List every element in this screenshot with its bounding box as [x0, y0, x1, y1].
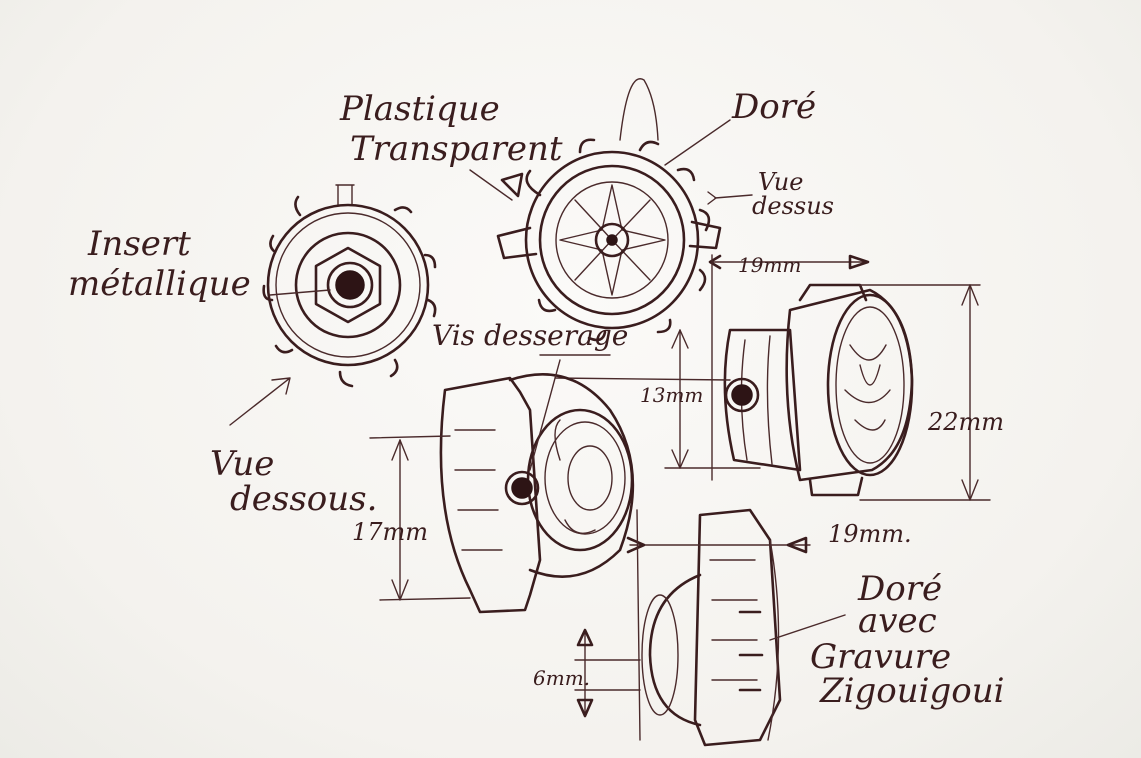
label-vue-dessous-2: dessous. [230, 479, 377, 519]
knob-three-quarter-view [369, 359, 635, 614]
label-plastique: Plastique [339, 89, 500, 129]
label-dore-top: Doré [731, 87, 816, 127]
dim-17mm: 17mm [352, 518, 428, 546]
label-vue-dessus-2: dessus [752, 192, 834, 220]
label-transparent: Transparent [350, 129, 563, 169]
knob-top-view [469, 78, 753, 342]
label-dore-bottom-3: Gravure [810, 637, 951, 677]
dim-19mm-bottom: 19mm. [828, 520, 912, 548]
dim-13mm: 13mm [640, 383, 703, 407]
label-vue-dessous-1: Vue [210, 444, 274, 484]
dim-19mm-top: 19mm [738, 253, 801, 277]
label-dore-bottom-2: avec [858, 601, 937, 641]
knob-bottom-view [262, 184, 437, 388]
label-insert-1: Insert [87, 224, 191, 264]
arrow-vue-dessous [229, 377, 291, 426]
dim-6mm: 6mm. [533, 666, 590, 690]
dim-22mm: 22mm [927, 408, 1004, 436]
label-dore-bottom-1: Doré [857, 569, 942, 609]
knob-side-profile-bottom [574, 508, 846, 747]
label-insert-2: métallique [68, 264, 251, 304]
label-dore-bottom-4: Zigouigoui [819, 671, 1005, 711]
label-vue-dessus-1: Vue [758, 168, 803, 196]
knob-side-view-right [554, 254, 991, 501]
label-vis-desserage: Vis desserage [432, 319, 628, 352]
